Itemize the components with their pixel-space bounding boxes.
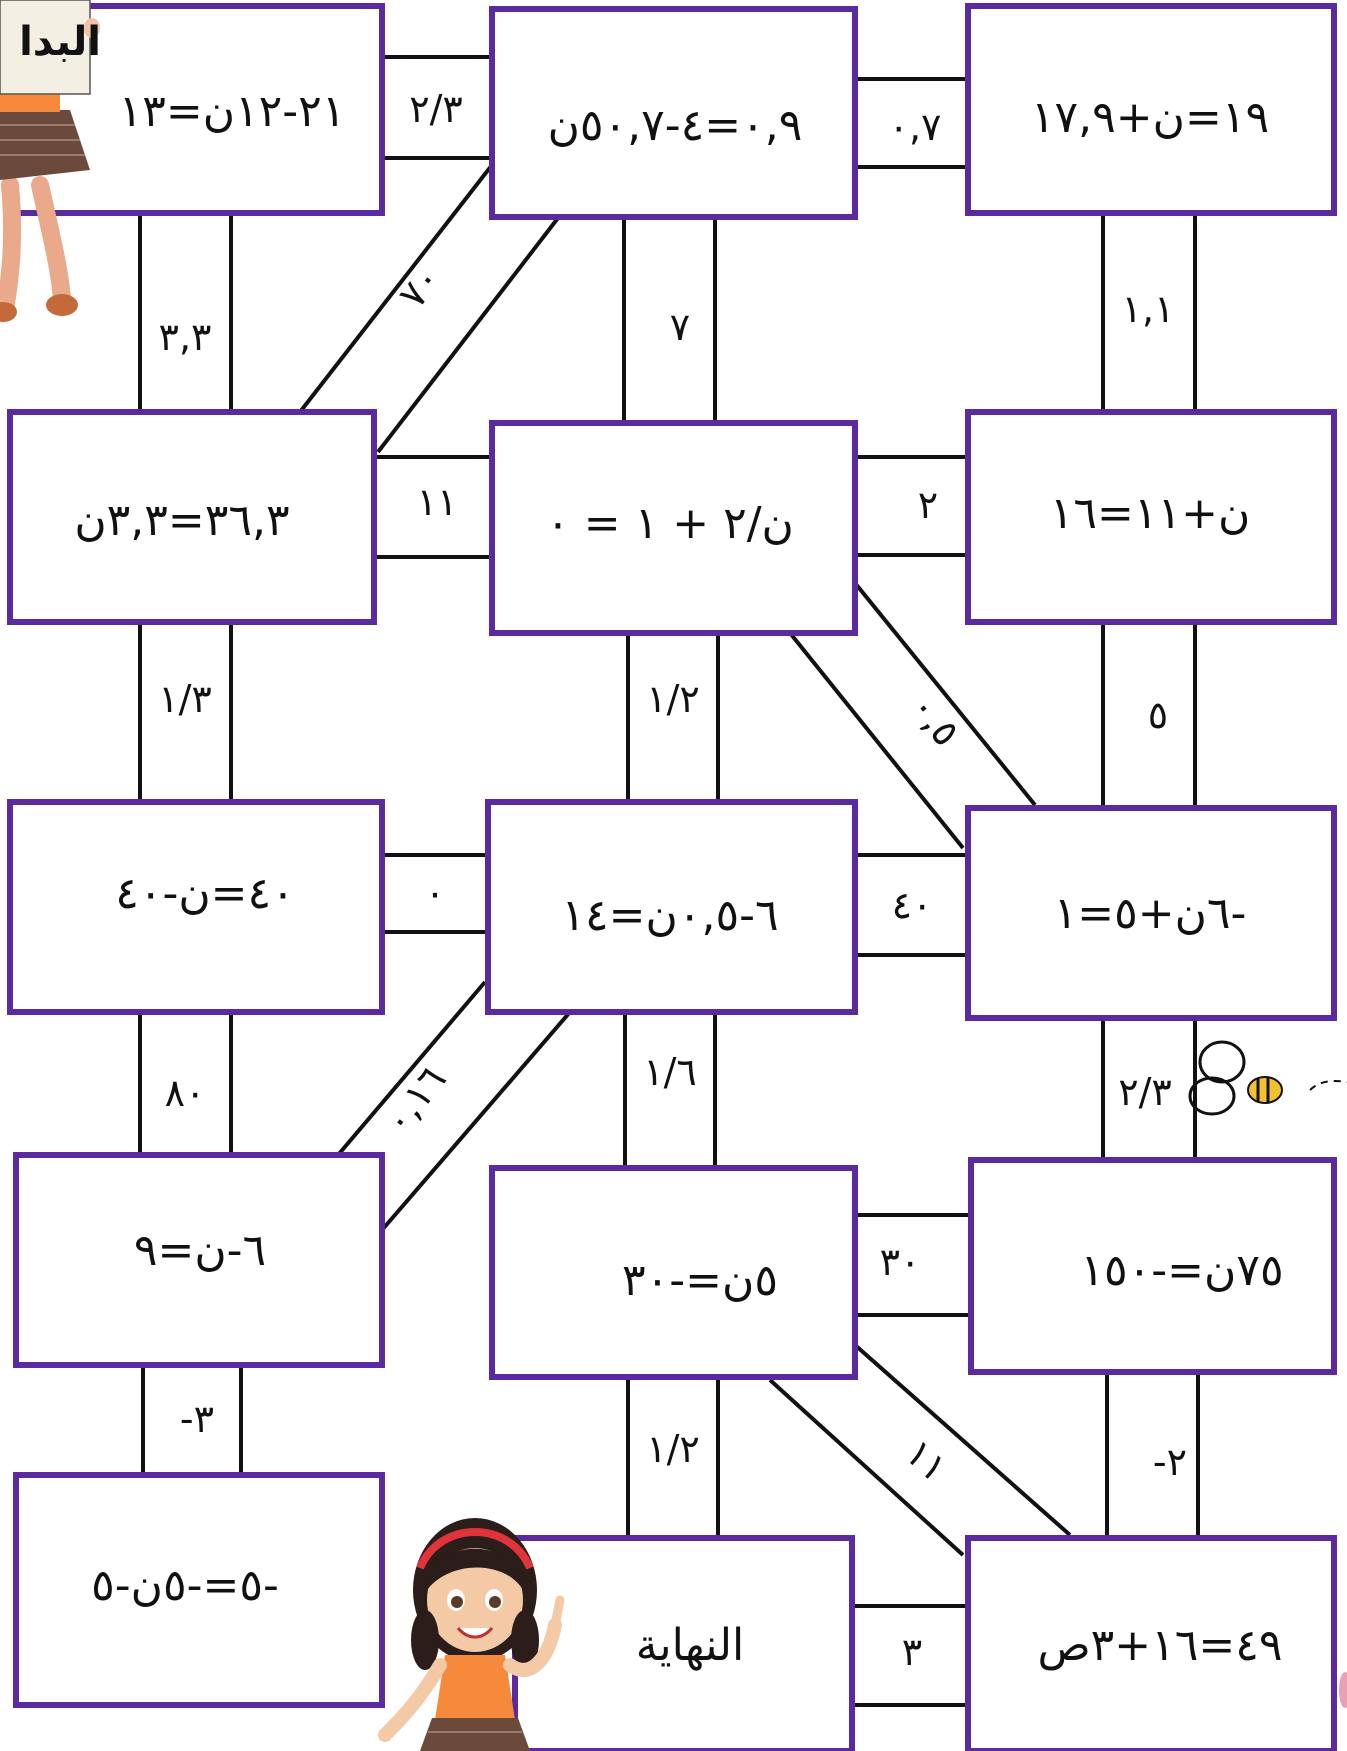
equation-text: ٦-٠,٥ن=١٤ [561, 890, 778, 941]
bridge-label: -٢ [1153, 1440, 1187, 1484]
box-b21[interactable]: ٦-٠,٥ن=١٤ [488, 802, 855, 1012]
bridge-label: ٠ [425, 871, 445, 915]
bridge-label: ١/٣ [158, 677, 212, 721]
box-b42[interactable]: ٤٩=١٦+٣ص [968, 1538, 1334, 1751]
box-b31[interactable]: ٥ن=-٣٠ [492, 1168, 855, 1377]
bridge-b10-b20: ١/٣ [140, 622, 231, 802]
bridge-label: ١/٢ [646, 677, 700, 721]
box-b40[interactable]: -٥=-٥ن-٥ [16, 1475, 382, 1705]
bridge-label: ١/٢ [646, 1427, 700, 1471]
start-label: البدا [19, 19, 101, 65]
start-sign: البدا [0, 0, 101, 94]
box-b32[interactable]: ٧٥ن=-١٥٠ [971, 1160, 1334, 1372]
bridge-label: ٣,٣ [159, 315, 212, 359]
bridge-b30-b40: -٣ [143, 1365, 241, 1475]
bridge-b01-b11: ٧ [624, 217, 715, 420]
bridge-label: ٠,٥ [902, 686, 969, 755]
bridge-label: -٣ [180, 1397, 214, 1441]
box-b30[interactable]: ٦-ن=٩ [16, 1155, 382, 1365]
equation-text: ٦-ن=٩ [134, 1225, 266, 1276]
bee-icon [1190, 1042, 1347, 1114]
bridge-b31-b32: ٣٠ [855, 1215, 968, 1315]
bridge-label: ١١ [897, 1430, 957, 1490]
equation-text: ٤٩=١٦+٣ص [1037, 1620, 1282, 1671]
bridge-label: ٤٠ [892, 883, 933, 927]
bridge-b01-b02: ٠,٧ [858, 79, 965, 167]
bridge-label: ١,١ [1122, 287, 1175, 331]
bridge-b11-b12: ٢ [855, 457, 965, 555]
equation-text: ٧٥ن=-١٥٠ [1080, 1245, 1283, 1296]
equation-text: ٣٦,٣=٣,٣ن [74, 495, 289, 546]
bridge-b21-b31: ١/٦ [625, 1012, 715, 1168]
box-b12[interactable]: ن+١١=١٦ [968, 412, 1334, 622]
end-label: النهاية [636, 1620, 744, 1671]
equation-text: ٠,٩=٤-٥٠,٧ن [548, 100, 803, 151]
bridge-label: ١/٦ [643, 1050, 697, 1094]
bridge-label: ٠,١٦ [375, 1058, 455, 1143]
box-b20[interactable]: ٤٠=ن-٤٠ [10, 802, 382, 1012]
bridge-label: ٧٠ [390, 257, 450, 316]
box-b02[interactable]: ١٩=ن+١٧,٩ [968, 6, 1334, 213]
box-end[interactable]: النهاية [515, 1538, 852, 1751]
box-b10[interactable]: ٣٦,٣=٣,٣ن [10, 412, 374, 622]
bridge-label: ٢/٣ [409, 87, 463, 131]
box-b11[interactable]: ن/٢ + ١ = ٠ [492, 423, 855, 633]
equation-text: ن/٢ + ١ = ٠ [546, 498, 794, 549]
bridge-b22-b32: ٢/٣ [1103, 1018, 1195, 1160]
decoration-shape [1339, 1672, 1347, 1708]
bridge-label: ١١ [417, 480, 458, 524]
bridge-b10-b11: ١١ [374, 457, 492, 557]
bridge-b00-b01: ٢/٣ [382, 57, 490, 158]
bridge-label: ٣٠ [880, 1240, 921, 1284]
bridge-b21-b22: ٤٠ [855, 855, 965, 955]
equation-text: ٤٠=ن-٤٠ [115, 868, 295, 919]
equation-text: ١٩=ن+١٧,٩ [1031, 92, 1269, 143]
bridge-label: ٠,٧ [889, 105, 942, 149]
bridge-label: ٢ [918, 483, 938, 527]
equation-text: -٥=-٥ن-٥ [91, 1560, 279, 1611]
bridge-b00-b10: ٣,٣ [140, 213, 231, 412]
equation-text: ٥ن=-٣٠ [622, 1255, 778, 1306]
equation-text: ٢١-١٢ن=١٣ [119, 86, 346, 137]
equation-text: -٦ن+٥=١ [1054, 888, 1247, 939]
bridge-b20-b30: ٨٠ [140, 1012, 231, 1155]
bridge-b20-b21: ٠ [382, 855, 488, 932]
bridge-label: ٣ [902, 1630, 922, 1674]
box-b01[interactable]: ٠,٩=٤-٥٠,٧ن [492, 9, 855, 217]
box-b22[interactable]: -٦ن+٥=١ [968, 808, 1334, 1018]
bridge-label: ٥ [1148, 693, 1168, 737]
bridge-label: ٧ [670, 305, 690, 349]
bridge-end-b42: ٣ [852, 1606, 965, 1705]
bridge-label: ٨٠ [165, 1071, 206, 1115]
equation-text: ن+١١=١٦ [1050, 488, 1251, 539]
bridge-b12-b22: ٥ [1103, 622, 1195, 808]
bridge-b11-b21: ١/٢ [628, 633, 718, 802]
bridge-b31-end: ١/٢ [628, 1377, 718, 1538]
bridge-b02-b12: ١,١ [1103, 213, 1195, 412]
bridge-b32-b42: -٢ [1107, 1372, 1198, 1538]
bridge-label: ٢/٣ [1118, 1070, 1172, 1114]
